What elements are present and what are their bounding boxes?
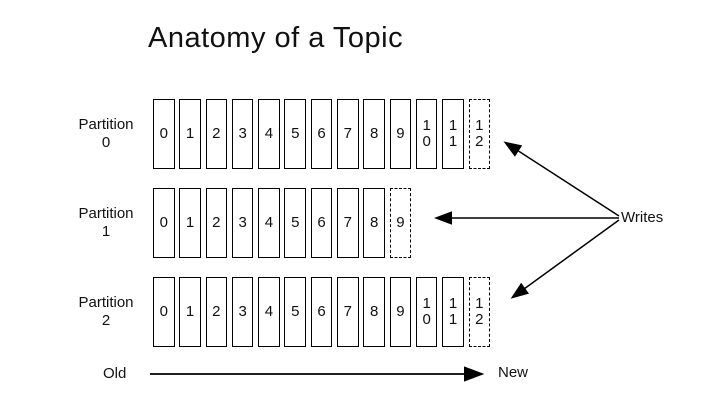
log-cell: 5: [284, 99, 306, 169]
log-cell: 3: [231, 99, 254, 169]
log-cell: 9: [389, 277, 412, 347]
partition-label-line1: Partition: [78, 294, 134, 311]
log-cell: 1 0: [415, 99, 438, 169]
partition-label: Partition 0: [64, 99, 148, 169]
log-cell: 1: [179, 277, 201, 347]
log-cell: 1: [179, 99, 201, 169]
partition-label-line1: Partition: [78, 116, 134, 133]
new-label: New: [498, 364, 529, 381]
partition-label-line2: 0: [101, 134, 111, 151]
log-cell: 0: [153, 99, 175, 169]
log-cell: 2: [205, 188, 228, 258]
log-cell: 9: [389, 99, 412, 169]
log-cell: 1 1: [442, 277, 464, 347]
log-cell: 1 0: [415, 277, 438, 347]
log-cell: 3: [231, 188, 254, 258]
log-cell: 0: [153, 277, 175, 347]
partition-label-line1: Partition: [78, 205, 134, 222]
log-cell: 2: [205, 277, 228, 347]
log-cell: 7: [337, 99, 359, 169]
log-cell: 8: [363, 277, 385, 347]
old-label: Old: [103, 365, 127, 382]
log-cell: 0: [153, 188, 175, 258]
log-cell: 7: [337, 188, 359, 258]
diagram-title: Anatomy of a Topic: [148, 22, 404, 54]
log-cell: 1 1: [442, 99, 464, 169]
log-cell: 8: [363, 99, 385, 169]
log-cell-dashed: 1 2: [468, 99, 491, 169]
log-cell: 6: [310, 188, 333, 258]
log-cell-dashed: 1 2: [468, 277, 491, 347]
log-cell: 4: [258, 277, 280, 347]
log-cell: 7: [337, 277, 359, 347]
partition-label-line2: 2: [101, 312, 111, 329]
log-cell: 6: [310, 99, 333, 169]
log-cell: 4: [258, 188, 280, 258]
log-cell: 5: [284, 277, 306, 347]
partition-label-line2: 1: [101, 223, 111, 240]
log-cell: 6: [310, 277, 333, 347]
writes-label: Writes: [621, 209, 664, 226]
log-cell: 3: [231, 277, 254, 347]
partition-label: Partition 2: [64, 277, 148, 347]
log-cell: 4: [258, 99, 280, 169]
log-cell: 1: [179, 188, 201, 258]
log-cell-dashed: 9: [389, 188, 412, 258]
log-cell: 5: [284, 188, 306, 258]
log-cell: 8: [363, 188, 385, 258]
partition-label: Partition 1: [64, 188, 148, 258]
log-cell: 2: [205, 99, 228, 169]
